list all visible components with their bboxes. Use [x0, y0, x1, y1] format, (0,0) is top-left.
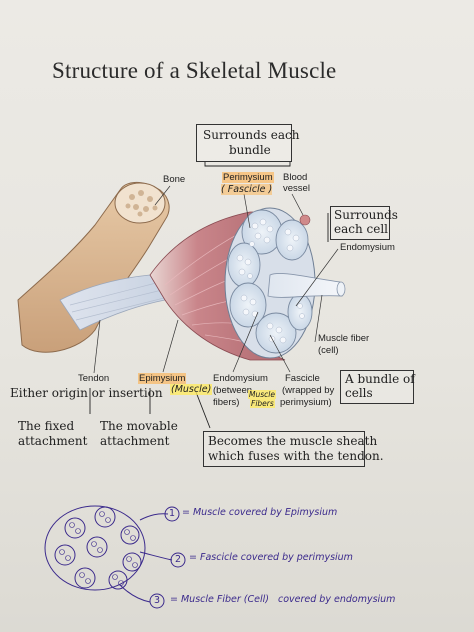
label-endomysium-line3: fibers)	[213, 397, 240, 408]
surrounds-cell-line1: Surrounds	[334, 208, 398, 222]
label-endomysium-top: Endomysium	[340, 242, 395, 253]
legend-num-1: 1	[169, 508, 176, 519]
label-endomysium-line1: Endomysium	[213, 373, 268, 384]
bundle-of-cells-box: A bundle of cells	[340, 370, 415, 404]
label-muscle-fiber-line2: (cell)	[318, 345, 339, 356]
page-title: Structure of a Skeletal Muscle	[52, 58, 337, 83]
surrounds-cell-box: Surrounds each cell	[330, 206, 398, 240]
leader-blood-vessel	[291, 193, 304, 216]
sheath-line1: Becomes the muscle sheath	[208, 434, 378, 448]
leader-tendon	[93, 319, 101, 374]
bundle-line2: cells	[345, 386, 373, 400]
blood-vessel	[299, 214, 311, 226]
note-movable-line1: The movable	[100, 419, 178, 433]
sketch-arrow-2	[139, 551, 173, 561]
pen-bracket-top	[204, 162, 291, 167]
leader-endomysium-bottom	[232, 311, 259, 373]
sheath-note-box: Becomes the muscle sheath which fuses wi…	[203, 431, 384, 467]
label-epimysium: Epimysium	[138, 373, 187, 384]
leader-fascicle	[269, 334, 291, 373]
bottom-sketch	[44, 505, 186, 609]
leader-perimysium	[243, 193, 251, 229]
label-perimysium: Perimysium	[222, 172, 274, 183]
surrounds-bundle-line1: Surrounds each	[203, 128, 300, 142]
bone-end	[114, 182, 166, 224]
legend-num-3: 3	[154, 595, 161, 606]
bundle-line1: A bundle of	[345, 372, 415, 386]
sketch-arrow-3	[119, 584, 151, 603]
leader-endomysium-top	[295, 248, 339, 307]
note-muscle-fibers-line2: Fibers	[250, 399, 275, 408]
note-muscle: (Muscle)	[170, 384, 213, 395]
surrounds-bundle-line2: bundle	[229, 143, 271, 157]
label-muscle-fiber-line1: Muscle fiber	[318, 333, 370, 344]
note-fascicle: ( Fascicle )	[221, 184, 273, 195]
label-fascicle-line1: Fascicle	[285, 373, 320, 384]
cross-section	[224, 207, 346, 359]
legend-text-2: = Fascicle covered by perimysium	[189, 552, 353, 563]
label-endomysium-line2: (between	[213, 385, 253, 396]
label-fascicle-line3: perimysium)	[280, 397, 332, 408]
note-either-origin: Either origin or insertion	[10, 386, 163, 400]
note-fixed-line1: The fixed	[18, 419, 75, 433]
leader-bone	[154, 185, 171, 206]
sheath-line2: which fuses with the tendon.	[208, 449, 384, 463]
label-blood-line2: vessel	[283, 183, 310, 194]
legend-text-1: = Muscle covered by Epimysium	[182, 507, 338, 518]
note-movable-line2: attachment	[100, 434, 170, 448]
leader-epimysium	[162, 319, 179, 373]
legend-num-2: 2	[175, 554, 182, 565]
legend-text-3: = Muscle Fiber (Cell) covered by endomys…	[170, 594, 396, 605]
label-bone: Bone	[163, 174, 186, 185]
sketch-arrow-1	[139, 513, 169, 521]
bone-shape	[17, 182, 170, 353]
surrounds-cell-line2: each cell	[334, 222, 389, 236]
note-muscle-fibers-line1: Muscle	[248, 390, 276, 399]
label-fascicle-line2: (wrapped by	[282, 385, 335, 396]
leader-muscle-fiber	[314, 294, 323, 343]
pen-arrow-sheath	[195, 391, 211, 429]
label-tendon: Tendon	[78, 373, 110, 384]
label-blood-line1: Blood	[283, 172, 308, 183]
note-fixed-line2: attachment	[18, 434, 88, 448]
surrounds-bundle-box: Surrounds each bundle	[196, 124, 299, 162]
